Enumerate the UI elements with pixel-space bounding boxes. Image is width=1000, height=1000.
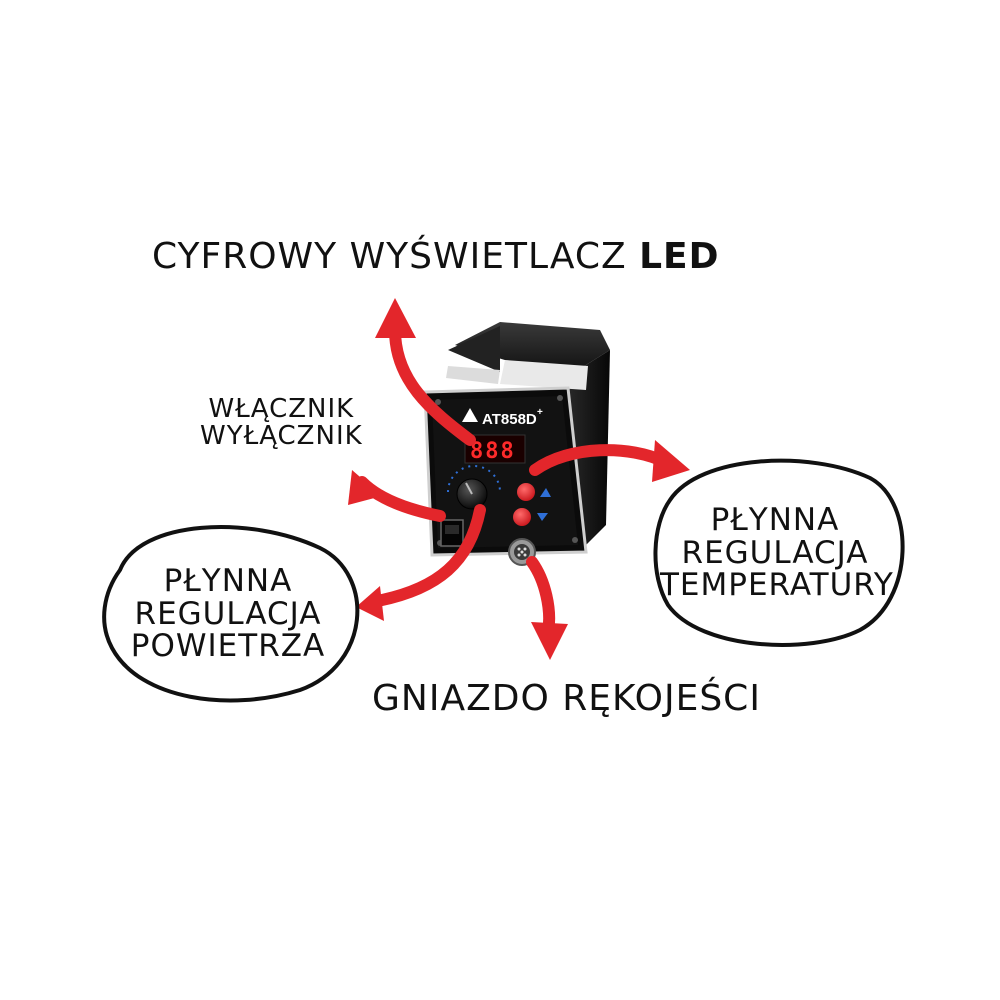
arrow-to-air [366, 504, 486, 608]
led-display-label-bold: LED [639, 236, 720, 277]
screw-icon [435, 399, 441, 405]
power-switch-label-line: WYŁĄCZNIK [200, 421, 363, 452]
screw-icon [557, 395, 563, 401]
arrow-to-socket [526, 556, 556, 638]
air-regulation-label-line: REGULACJA [134, 595, 322, 632]
screw-icon [572, 537, 578, 543]
arrow-to-temp [529, 444, 671, 476]
led-display-label-text: CYFROWY WYŚWIETLACZ [152, 236, 627, 277]
power-switch-label: WŁĄCZNIK WYŁĄCZNIK [200, 394, 363, 452]
air-regulation-label: PŁYNNA REGULACJA POWIETRZA [128, 565, 328, 663]
air-callout-oval [102, 525, 360, 703]
arrow-head-icon [375, 298, 416, 338]
arrow-head-icon [531, 622, 568, 660]
led-display-label: CYFROWY WYŚWIETLACZ LED [152, 238, 720, 276]
brand-logo-icon [462, 408, 478, 422]
temp-up-button[interactable] [517, 483, 535, 501]
temperature-regulation-label-line: REGULACJA [681, 534, 869, 571]
arrow-heads [348, 298, 690, 660]
arrow-up-icon [540, 488, 551, 497]
power-switch-label-line: WŁĄCZNIK [208, 394, 355, 424]
model-suffix: + [537, 407, 543, 418]
arrow-to-display [389, 324, 476, 446]
arrow-head-icon [348, 470, 382, 505]
arrow-head-icon [652, 440, 690, 482]
air-regulation-label-line: POWIETRZA [130, 628, 326, 665]
dial-scale [447, 465, 501, 493]
temp-callout-oval [653, 458, 905, 647]
model-name: AT858D [482, 411, 537, 428]
handle-socket-label: GNIAZDO RĘKOJEŚCI [372, 678, 761, 719]
temp-down-button[interactable] [513, 508, 531, 526]
air-regulation-label-line: PŁYNNA [163, 563, 293, 599]
arrow-down-icon [537, 513, 548, 521]
rating-sticker [500, 360, 588, 390]
led-display-readout: 888 [470, 439, 516, 464]
temperature-regulation-label-line: PŁYNNA [710, 502, 840, 538]
temperature-regulation-label: PŁYNNA REGULACJA TEMPERATURY [660, 502, 894, 604]
arrow-head-icon [356, 586, 384, 621]
soldering-station: AT858D + 888 [423, 322, 610, 566]
temperature-regulation-label-line: TEMPERATURY [660, 567, 894, 604]
